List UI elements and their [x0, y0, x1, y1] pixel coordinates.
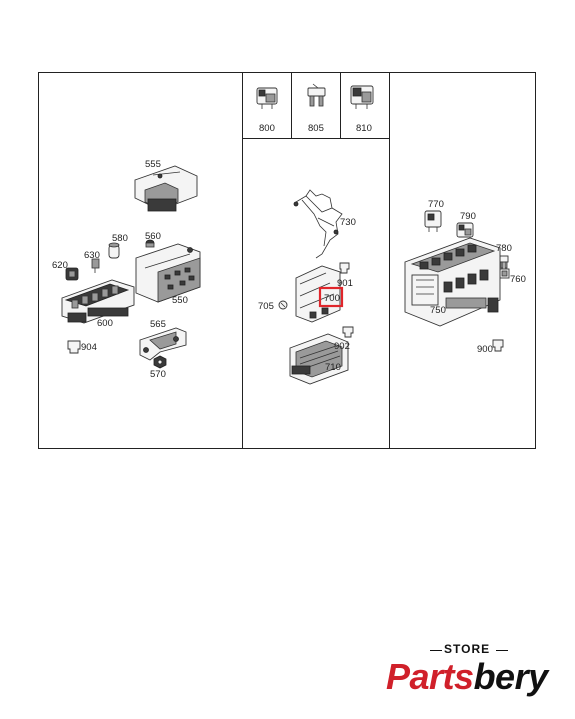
diagram-frame [38, 72, 536, 449]
label-760: 760 [510, 274, 526, 285]
highlight-700-box [318, 286, 344, 308]
label-770: 770 [428, 199, 444, 210]
label-700: 700 [324, 293, 340, 304]
label-570: 570 [150, 369, 166, 380]
label-730: 730 [340, 217, 356, 228]
label-560: 560 [145, 231, 161, 242]
bracket-730-icon [293, 189, 343, 259]
label-620: 620 [52, 260, 68, 271]
logo-brand-part2: bery [473, 656, 549, 697]
label-800: 800 [259, 123, 275, 134]
partsbery-logo: STORE Partsbery [386, 640, 556, 700]
relay-620-icon [65, 267, 79, 281]
relay-810-icon [350, 85, 374, 109]
label-555: 555 [145, 159, 161, 170]
fuse-box-cover-555-icon [134, 165, 198, 212]
label-810: 810 [356, 123, 372, 134]
label-580: 580 [112, 233, 128, 244]
connector-580-icon [108, 242, 120, 259]
logo-line-right [496, 650, 508, 651]
relay-790-icon [456, 222, 474, 238]
label-750: 750 [430, 305, 446, 316]
label-901: 901 [337, 278, 353, 289]
relay-800-icon [256, 87, 278, 109]
fuse-box-base-600-icon [61, 279, 135, 324]
fuse-760-icon [499, 268, 510, 279]
fuse-780-icon [499, 255, 509, 269]
logo-store-text: STORE [444, 642, 491, 656]
logo-brand-part1: Parts [386, 656, 474, 697]
relay-770-icon [424, 210, 442, 232]
connector-901-icon [339, 262, 350, 274]
connector-902-icon [342, 326, 354, 338]
label-902: 902 [334, 341, 350, 352]
fuse-box-550-icon [135, 243, 201, 303]
label-550: 550 [172, 295, 188, 306]
logo-line-left [430, 650, 442, 651]
label-630: 630 [84, 250, 100, 261]
label-805: 805 [308, 123, 324, 134]
fuse-box-750-icon [404, 237, 501, 327]
module-710-icon [289, 333, 349, 385]
logo-brand-text: Partsbery [386, 656, 548, 698]
label-780: 780 [496, 243, 512, 254]
label-600: 600 [97, 318, 113, 329]
nut-570-icon [153, 355, 167, 369]
control-unit-700-icon [295, 265, 341, 323]
connector-900-icon [492, 339, 504, 352]
label-900: 900 [477, 344, 493, 355]
connector-904-icon [67, 340, 81, 354]
screw-705-icon [278, 300, 288, 310]
label-565: 565 [150, 319, 166, 330]
label-904: 904 [81, 342, 97, 353]
label-790: 790 [460, 211, 476, 222]
label-705: 705 [258, 301, 274, 312]
connector-630-icon [91, 258, 100, 273]
bracket-565-icon [139, 327, 187, 361]
label-710: 710 [325, 362, 341, 373]
fuse-805-icon [307, 83, 326, 107]
grommet-560-icon [145, 239, 155, 248]
